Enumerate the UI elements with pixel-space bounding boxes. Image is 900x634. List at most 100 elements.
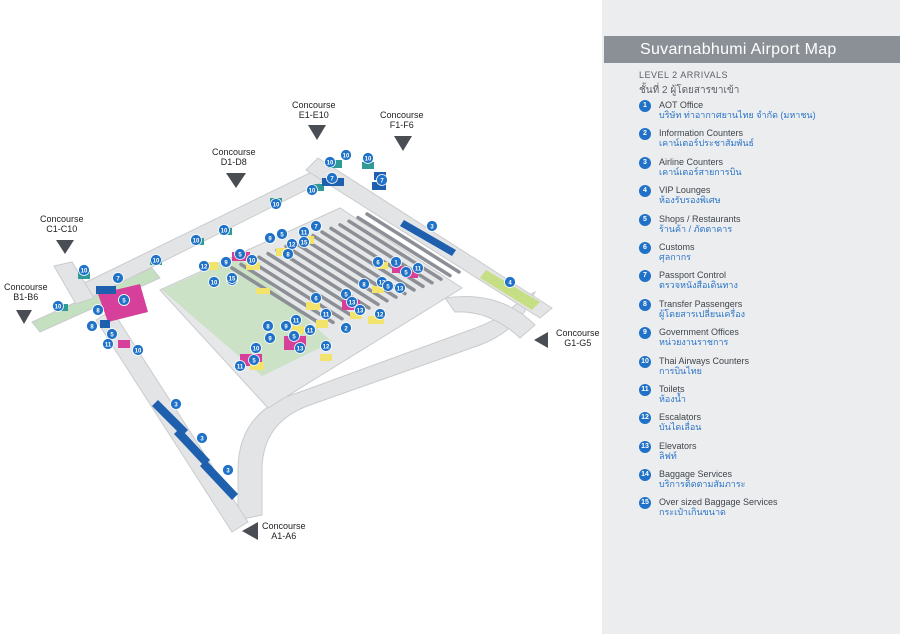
arrow-c bbox=[56, 240, 74, 254]
legend-label: Escalators bbox=[659, 412, 702, 423]
facility-block bbox=[312, 184, 324, 191]
legend-item: 5 Shops / Restaurants ร้านค้า / ภัตตาคาร bbox=[639, 213, 816, 242]
svg-text:10: 10 bbox=[343, 153, 350, 159]
svg-text:9: 9 bbox=[268, 236, 272, 242]
svg-text:10: 10 bbox=[193, 238, 200, 244]
legend-label: Customs bbox=[659, 241, 695, 252]
facility-marker: 11 bbox=[298, 226, 310, 238]
svg-text:5: 5 bbox=[238, 252, 242, 258]
facility-marker: 5 bbox=[276, 228, 288, 240]
baggage-belt bbox=[230, 266, 326, 328]
legend-marker: 10 bbox=[639, 355, 651, 368]
facility-marker: 10 bbox=[306, 184, 318, 196]
svg-text:13: 13 bbox=[357, 308, 364, 314]
legend-item: 11 Toilets ห้องน้ำ bbox=[639, 383, 816, 412]
svg-text:11: 11 bbox=[307, 328, 314, 334]
legend-label-thai: ผู้โดยสารเปลี่ยนเครื่อง bbox=[659, 308, 746, 319]
svg-text:15: 15 bbox=[301, 240, 308, 246]
legend-label-thai: ห้องรับรองพิเศษ bbox=[659, 195, 721, 206]
legend-label-thai: บริษัท ท่าอากาศยานไทย จำกัด (มหาชน) bbox=[659, 110, 816, 120]
facility-marker: 10 bbox=[340, 149, 352, 161]
facility-marker: 12 bbox=[374, 308, 386, 320]
svg-text:11: 11 bbox=[293, 318, 300, 324]
legend-marker: 14 bbox=[639, 469, 651, 482]
svg-text:11: 11 bbox=[301, 230, 308, 236]
svg-text:8: 8 bbox=[96, 308, 100, 314]
facility-block bbox=[246, 262, 260, 270]
facility-marker: 12 bbox=[286, 238, 298, 250]
baggage-belt bbox=[347, 219, 443, 281]
svg-text:5: 5 bbox=[280, 232, 284, 238]
legend-marker: 15 bbox=[639, 497, 651, 510]
svg-text:9: 9 bbox=[224, 260, 228, 266]
svg-text:10: 10 bbox=[135, 348, 142, 354]
svg-text:12: 12 bbox=[201, 264, 208, 270]
facility-marker: 8 bbox=[282, 248, 294, 260]
svg-text:4: 4 bbox=[508, 280, 512, 286]
facility-marker: 10 bbox=[78, 264, 90, 276]
svg-text:11: 11 bbox=[323, 312, 330, 318]
svg-text:1: 1 bbox=[394, 260, 398, 266]
baggage-belt bbox=[239, 262, 335, 325]
svg-text:10: 10 bbox=[221, 228, 228, 234]
legend-label: Toilets bbox=[659, 383, 685, 394]
facility-marker: 10 bbox=[246, 254, 258, 266]
legend-label-thai: เคาน์เตอร์สายการบิน bbox=[659, 166, 742, 177]
facility-marker: 5 bbox=[248, 354, 260, 366]
svg-text:3: 3 bbox=[226, 468, 230, 474]
svg-text:10: 10 bbox=[249, 258, 256, 264]
legend-label-thai: ศุลกากร bbox=[659, 251, 692, 262]
legend-item: 9 Government Offices หน่วยงานราชการ bbox=[639, 327, 816, 355]
facility-marker: 9 bbox=[264, 232, 276, 244]
facility-marker: 3 bbox=[170, 398, 182, 410]
facility-marker: 10 bbox=[250, 342, 262, 354]
svg-text:15: 15 bbox=[229, 276, 236, 282]
pier-c-stub bbox=[53, 261, 95, 305]
svg-text:7: 7 bbox=[314, 224, 318, 230]
facility-marker: 6 bbox=[372, 256, 384, 268]
legend-label: VIP Lounges bbox=[659, 185, 711, 196]
legend-label-thai: บริการติดตามสัมภาระ bbox=[659, 479, 746, 490]
legend-label: Information Counters bbox=[659, 128, 744, 139]
legend-marker: 13 bbox=[639, 440, 651, 453]
legend-label-thai: การบินไทย bbox=[659, 365, 702, 376]
curved-road-arc bbox=[444, 296, 536, 339]
legend-label-thai: เคาน์เตอร์ประชาสัมพันธ์ bbox=[659, 138, 755, 149]
legend-marker: 8 bbox=[639, 298, 651, 311]
facility-marker: 9 bbox=[220, 256, 232, 268]
legend-item: 2 Information Counters เคาน์เตอร์ประชาสั… bbox=[639, 128, 816, 156]
facility-marker: 11 bbox=[102, 338, 114, 350]
svg-text:6: 6 bbox=[376, 260, 380, 266]
svg-text:9: 9 bbox=[268, 336, 272, 342]
facility-marker: 8 bbox=[86, 320, 98, 332]
legend-label-thai: หน่วยงานราชการ bbox=[659, 337, 729, 348]
svg-text:12: 12 bbox=[377, 312, 384, 318]
legend-label-thai: กระเป๋าเกินขนาด bbox=[659, 507, 726, 518]
facility-marker: 3 bbox=[196, 432, 208, 444]
baggage-belt bbox=[356, 215, 452, 278]
svg-text:13: 13 bbox=[397, 286, 404, 292]
facility-marker: 4 bbox=[504, 276, 516, 288]
svg-text:8: 8 bbox=[90, 324, 94, 330]
facility-marker: 10 bbox=[132, 344, 144, 356]
svg-text:5: 5 bbox=[386, 284, 390, 290]
arrow-d bbox=[226, 173, 246, 188]
counter-block-f bbox=[400, 220, 456, 256]
arrow-e bbox=[308, 125, 326, 140]
svg-text:7: 7 bbox=[116, 276, 120, 282]
svg-text:11: 11 bbox=[105, 342, 112, 348]
svg-text:7: 7 bbox=[380, 178, 384, 184]
facility-marker: 7 bbox=[112, 272, 124, 284]
facility-marker: 7 bbox=[376, 174, 388, 186]
svg-text:5: 5 bbox=[344, 292, 348, 298]
facility-marker: 9 bbox=[280, 320, 292, 332]
counter-block-a1 bbox=[152, 400, 188, 436]
airport-map: 1010101010771010101010741210149510951211… bbox=[4, 100, 600, 541]
facility-marker: 11 bbox=[320, 308, 332, 320]
baggage-belt bbox=[365, 212, 461, 274]
